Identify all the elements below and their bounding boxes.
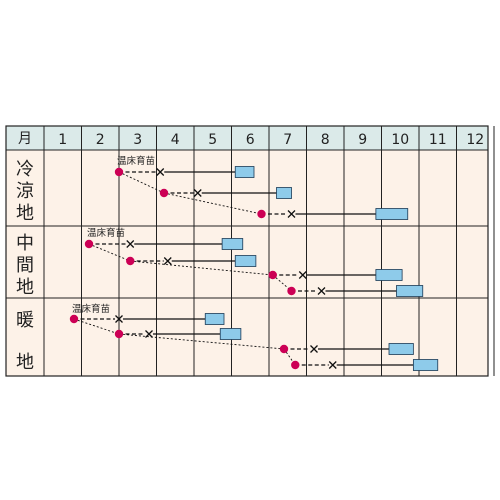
sowing-link xyxy=(118,171,165,194)
harvest-box xyxy=(375,269,403,281)
sowing-dot xyxy=(279,344,289,354)
region-label: 中間地 xyxy=(16,233,34,298)
sowing-dot xyxy=(126,256,135,266)
harvest-box xyxy=(412,359,439,371)
region-label: 暖地 xyxy=(16,310,34,373)
sowing-dot xyxy=(287,286,296,296)
month-label: 2 xyxy=(96,132,105,148)
region-label-char: 涼 xyxy=(16,181,34,202)
table-background xyxy=(6,126,488,376)
region-label-char: 地 xyxy=(16,352,34,373)
month-label: 6 xyxy=(246,132,255,148)
sowing-dot xyxy=(268,270,277,280)
planting-cross xyxy=(298,271,307,279)
header-background xyxy=(6,126,488,150)
month-label: 4 xyxy=(171,132,180,148)
harvest-box xyxy=(234,166,255,178)
sowing-dot xyxy=(114,329,124,339)
region-label-char: 地 xyxy=(16,203,34,224)
month-label: 8 xyxy=(321,132,330,148)
region-label-char: 間 xyxy=(16,255,34,276)
sowing-dot xyxy=(69,314,79,324)
harvest-box xyxy=(388,343,414,355)
harvest-box xyxy=(221,238,244,250)
sowing-link xyxy=(88,243,131,262)
region-label-char: 地 xyxy=(16,277,34,298)
planting-cross xyxy=(115,315,123,323)
corner-label: 月 xyxy=(18,131,32,147)
table-grid xyxy=(5,125,495,377)
sowing-link xyxy=(163,192,262,215)
month-label: 3 xyxy=(133,132,142,148)
heated-nursery-note: 温床育苗 xyxy=(72,303,110,315)
planting-cross xyxy=(328,361,337,369)
month-label: 10 xyxy=(391,132,409,148)
planting-cross xyxy=(145,330,153,338)
table-border xyxy=(5,125,489,377)
planting-cross xyxy=(317,287,326,295)
harvest-box xyxy=(396,285,424,297)
harvest-box xyxy=(234,255,257,267)
month-label: 5 xyxy=(208,132,217,148)
sowing-dot xyxy=(114,167,124,177)
planting-cross xyxy=(163,257,172,265)
region-label-char: 暖 xyxy=(16,310,34,331)
planting-cross xyxy=(126,240,135,248)
planting-cross xyxy=(193,189,202,197)
region-label-char: 中 xyxy=(16,233,34,254)
sowing-dot xyxy=(84,239,94,249)
planting-cross xyxy=(287,210,296,218)
month-label: 11 xyxy=(429,132,447,148)
month-label: 9 xyxy=(358,132,367,148)
sowing-dot xyxy=(159,188,169,198)
harvest-box xyxy=(204,313,225,325)
sowing-dot xyxy=(257,209,266,219)
region-label: 冷涼地 xyxy=(16,159,34,224)
harvest-box xyxy=(276,187,292,199)
heated-nursery-note: 温床育苗 xyxy=(87,227,125,239)
sowing-dot xyxy=(291,360,300,370)
month-label: 7 xyxy=(283,132,292,148)
region-label-char: 冷 xyxy=(16,159,34,180)
planting-cross xyxy=(156,168,165,176)
month-label: 12 xyxy=(466,132,484,148)
month-label: 1 xyxy=(58,132,67,148)
harvest-box xyxy=(219,328,242,340)
planting-cross xyxy=(310,345,318,353)
harvest-box xyxy=(375,208,409,220)
heated-nursery-note: 温床育苗 xyxy=(117,155,155,167)
